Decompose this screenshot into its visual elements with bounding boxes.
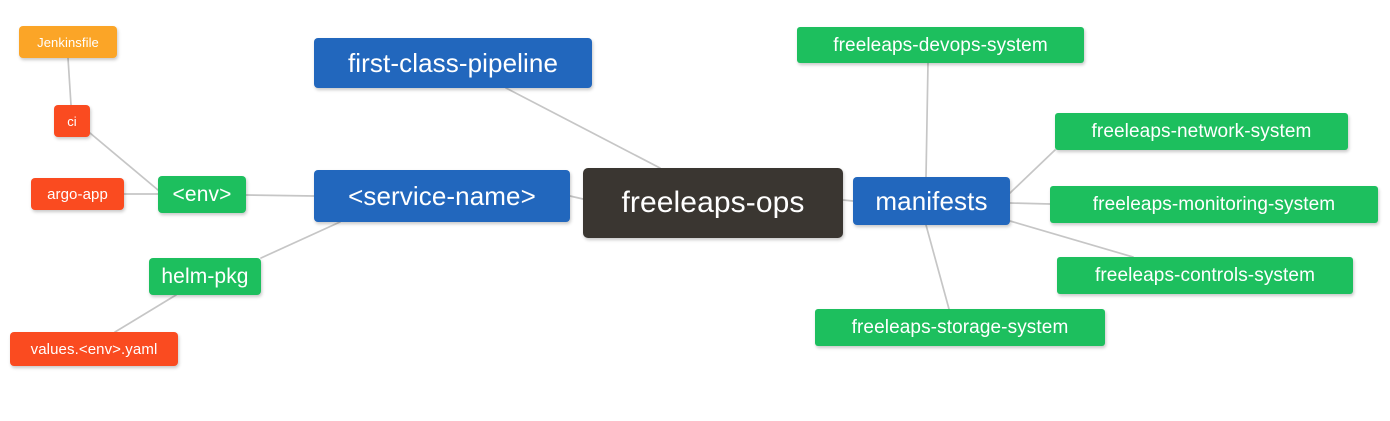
node-label-jenkinsfile: Jenkinsfile [37, 34, 99, 50]
node-label-values-env-yaml: values.<env>.yaml [30, 340, 158, 358]
node-service-name[interactable]: <service-name> [314, 170, 570, 222]
edge-manifests-to-freeleaps-storage-system [925, 224, 950, 310]
node-label-freeleaps-controls-system: freeleaps-controls-system [1094, 265, 1316, 286]
edge-first-class-pipeline-to-freeleaps-ops [505, 87, 661, 169]
edge-manifests-to-freeleaps-network-system [1009, 149, 1056, 194]
edge-freeleaps-ops-to-manifests [842, 199, 854, 202]
node-label-ci: ci [67, 113, 77, 129]
edge-manifests-to-freeleaps-monitoring-system [1009, 202, 1051, 205]
edge-values-env-yaml-to-helm-pkg [114, 294, 177, 333]
node-label-first-class-pipeline: first-class-pipeline [347, 48, 559, 78]
node-label-freeleaps-devops-system: freeleaps-devops-system [833, 34, 1048, 56]
node-label-manifests: manifests [875, 186, 988, 216]
node-label-env: <env> [172, 183, 232, 206]
node-ci[interactable]: ci [54, 105, 90, 137]
edge-helm-pkg-to-service-name [260, 221, 341, 259]
node-label-freeleaps-ops: freeleaps-ops [621, 186, 805, 219]
node-freeleaps-controls-system[interactable]: freeleaps-controls-system [1057, 257, 1353, 294]
edge-service-name-to-freeleaps-ops [569, 195, 584, 200]
node-freeleaps-devops-system[interactable]: freeleaps-devops-system [797, 27, 1084, 63]
node-argo-app[interactable]: argo-app [31, 178, 124, 210]
node-label-service-name: <service-name> [348, 181, 536, 211]
node-freeleaps-ops[interactable]: freeleaps-ops [583, 168, 843, 238]
node-values-env-yaml[interactable]: values.<env>.yaml [10, 332, 178, 366]
node-label-helm-pkg: helm-pkg [161, 265, 249, 288]
node-label-argo-app: argo-app [47, 185, 108, 203]
node-freeleaps-monitoring-system[interactable]: freeleaps-monitoring-system [1050, 186, 1378, 223]
edge-manifests-to-freeleaps-devops-system [925, 62, 929, 178]
node-label-freeleaps-monitoring-system: freeleaps-monitoring-system [1092, 194, 1336, 215]
edge-jenkinsfile-to-ci [67, 57, 72, 106]
node-manifests[interactable]: manifests [853, 177, 1010, 225]
node-jenkinsfile[interactable]: Jenkinsfile [19, 26, 117, 58]
node-first-class-pipeline[interactable]: first-class-pipeline [314, 38, 592, 88]
node-label-freeleaps-network-system: freeleaps-network-system [1091, 121, 1312, 142]
node-env[interactable]: <env> [158, 176, 246, 213]
node-label-freeleaps-storage-system: freeleaps-storage-system [851, 317, 1069, 338]
node-helm-pkg[interactable]: helm-pkg [149, 258, 261, 295]
node-freeleaps-network-system[interactable]: freeleaps-network-system [1055, 113, 1348, 150]
edge-env-to-service-name [245, 194, 315, 197]
node-freeleaps-storage-system[interactable]: freeleaps-storage-system [815, 309, 1105, 346]
edge-manifests-to-freeleaps-controls-system [1009, 220, 1134, 258]
